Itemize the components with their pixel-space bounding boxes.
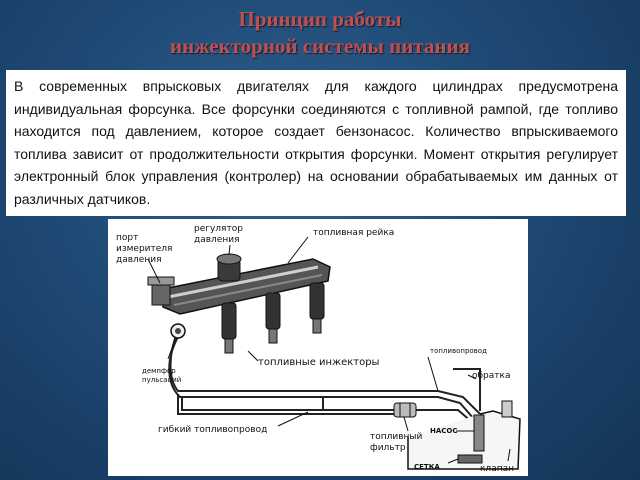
label-port-line3: давления: [116, 255, 161, 265]
label-flex-line: гибкий топливопровод: [158, 425, 267, 435]
fuel-injectors: [221, 282, 325, 354]
pump-outlet: [501, 400, 513, 418]
diagram-labels: порт измерителя давления регулятор давле…: [116, 224, 514, 474]
injector-2: [265, 292, 281, 344]
injector-3: [309, 282, 325, 334]
return-line-path: [453, 368, 481, 411]
injection-system-diagram: порт измерителя давления регулятор давле…: [108, 219, 528, 476]
diagram-svg: порт измерителя давления регулятор давле…: [116, 224, 521, 474]
label-regulator-line2: давления: [194, 235, 239, 245]
pulsation-damper: [170, 323, 186, 339]
label-port-line1: порт: [116, 233, 138, 243]
slide-title-line1: Принцип работы: [238, 7, 402, 31]
fuel-line-path: [169, 330, 481, 415]
flex-line-path: [177, 394, 408, 415]
label-filter-line1: топливный: [370, 432, 423, 442]
body-paragraph: В современных впрысковых двигателях для …: [14, 78, 618, 207]
label-filter-line2: фильтр: [370, 443, 406, 453]
label-regulator-line1: регулятор: [194, 224, 243, 234]
slide-title: Принцип работы инжекторной системы питан…: [0, 6, 640, 60]
leader-lines: [147, 236, 511, 464]
label-injectors: топливные инжекторы: [258, 357, 379, 368]
pump-body: [473, 414, 485, 452]
fuel-rail-body: [162, 258, 331, 315]
label-return-line: обратка: [472, 371, 510, 381]
fuel-lines: [168, 330, 481, 430]
label-damper-line2: пульсаций: [142, 376, 181, 384]
body-text-box: В современных впрысковых двигателях для …: [6, 70, 626, 216]
pressure-port: [147, 276, 175, 306]
label-port-line2: измерителя: [116, 244, 172, 254]
label-pump: НАСОС: [430, 427, 458, 435]
fuel-tank: [407, 400, 521, 470]
label-valve: клапан: [480, 464, 514, 474]
label-fuel-line: топливопровод: [430, 347, 487, 355]
label-mesh: СЕТКА: [414, 463, 440, 471]
label-fuel-rail: топливная рейка: [313, 228, 394, 238]
fuel-rail-group: [162, 258, 331, 315]
slide-title-line2: инжекторной системы питания: [170, 34, 470, 58]
pressure-regulator: [216, 253, 242, 282]
label-damper-line1: демпфер: [142, 367, 176, 375]
pump-mesh: [457, 454, 483, 464]
injector-1: [221, 302, 237, 354]
fuel-filter: [393, 402, 417, 418]
